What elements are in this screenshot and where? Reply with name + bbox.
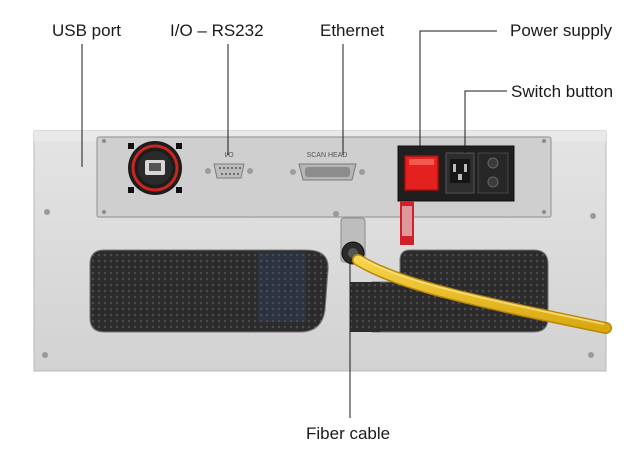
switch-leader — [464, 90, 507, 153]
chassis-screws — [42, 209, 596, 358]
power-module — [397, 145, 515, 202]
fiber-cable-label: Fiber cable — [306, 424, 391, 443]
rs232-connector: I/O — [205, 152, 253, 179]
ethernet-label: Ethernet — [320, 21, 385, 40]
rs232-label: I/O – RS232 — [170, 21, 264, 40]
scan-head-label: SCAN HEAD — [307, 152, 348, 159]
callout-leaders — [81, 30, 507, 418]
usb-port-label: USB port — [52, 21, 121, 40]
switch-button-label: Switch button — [511, 82, 614, 101]
power-supply-label: Power supply — [510, 21, 613, 40]
scan-head-connector: SCAN HEAD — [290, 152, 365, 181]
warning-tag — [400, 201, 414, 245]
io-port-label: I/O — [224, 152, 234, 159]
power-leader — [419, 30, 497, 154]
usb-port — [128, 141, 182, 195]
ventilation-grille — [89, 249, 549, 333]
fiber-cable — [340, 217, 612, 334]
